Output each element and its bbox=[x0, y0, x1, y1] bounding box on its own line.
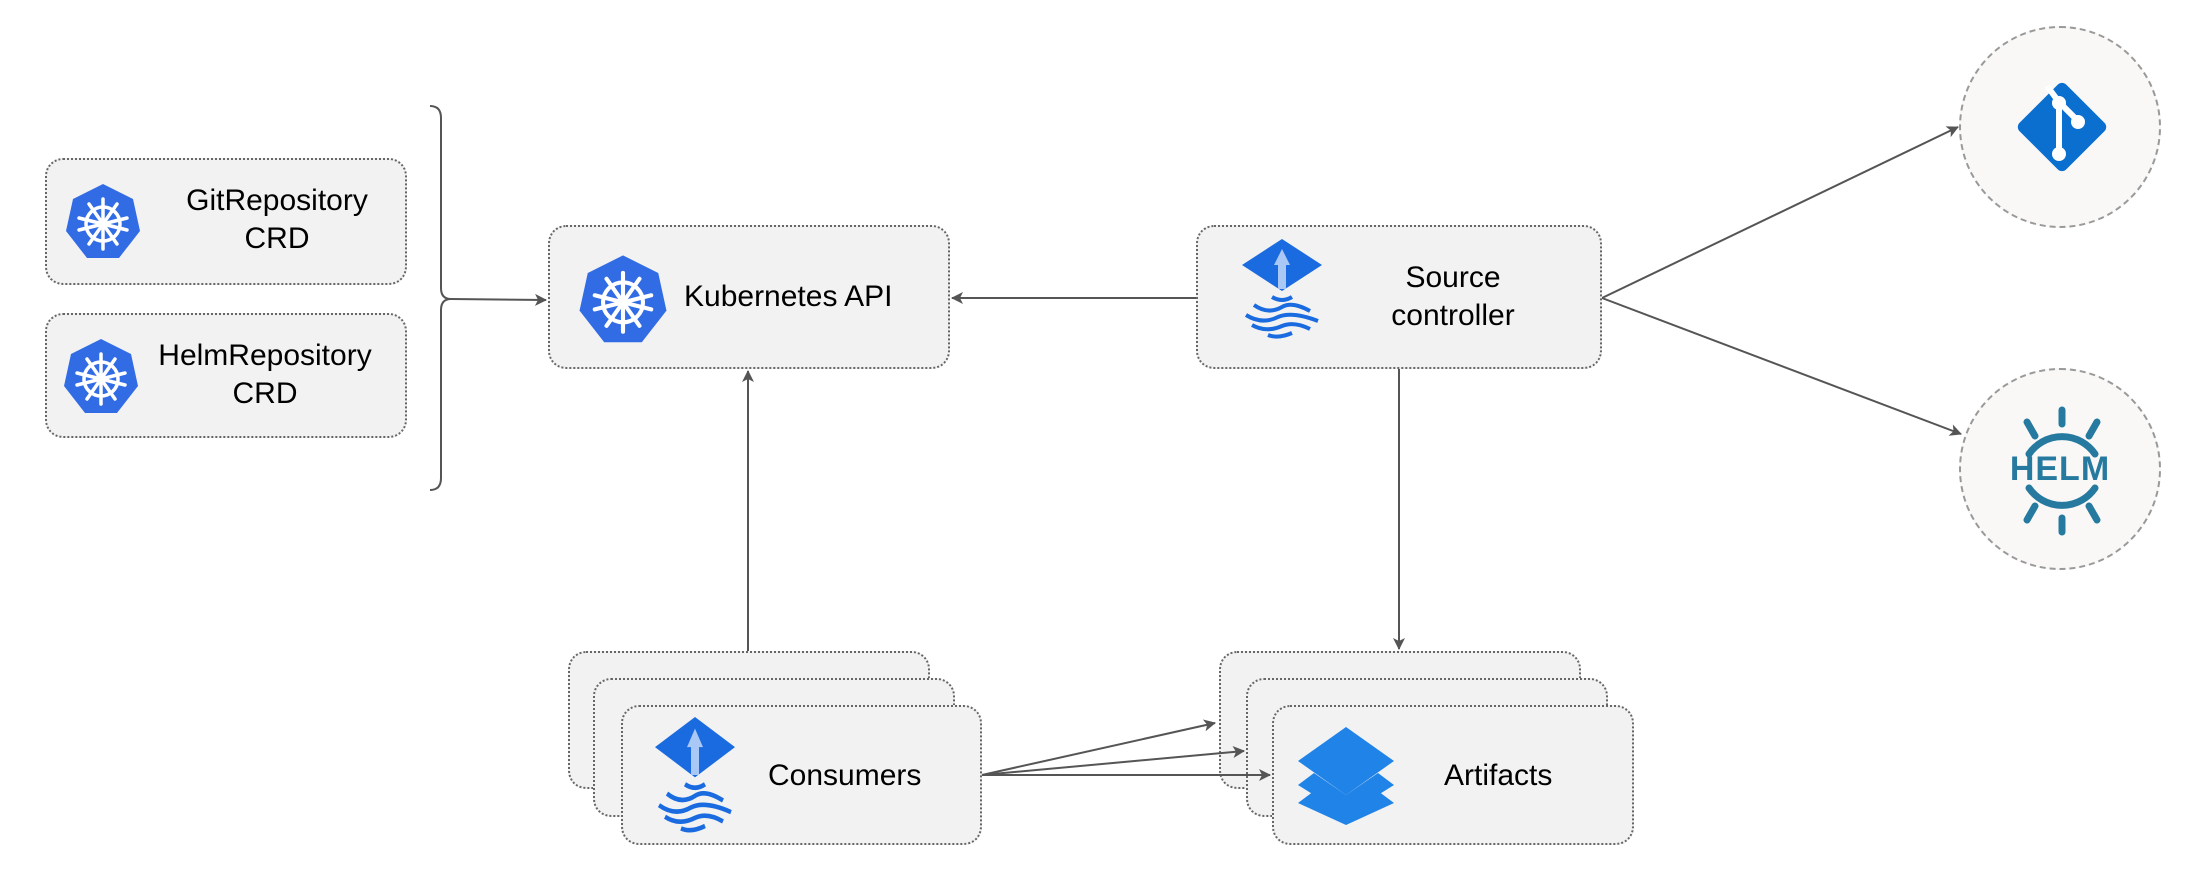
artifacts-label: Artifacts bbox=[1444, 759, 1553, 792]
consumers-node[interactable]: Consumers bbox=[621, 705, 982, 845]
edge-source-to-git bbox=[1601, 126, 1959, 299]
helm-icon bbox=[2023, 406, 2101, 536]
git-icon bbox=[2017, 82, 2107, 172]
helm-repository-node[interactable]: HELM bbox=[1959, 368, 2161, 570]
helm-logo-text: HELM bbox=[2009, 450, 2111, 488]
consumers-label: Consumers bbox=[768, 759, 922, 792]
kubernetes-icon bbox=[579, 255, 667, 343]
edge-crds-to-api bbox=[450, 293, 547, 306]
flux-icon bbox=[1242, 239, 1322, 339]
flux-icon bbox=[655, 717, 735, 833]
kubernetes-icon bbox=[64, 339, 138, 413]
git-repository-node[interactable] bbox=[1959, 26, 2161, 228]
kubernetes-api-node[interactable]: Kubernetes API bbox=[548, 225, 950, 369]
crd-brace bbox=[429, 105, 452, 491]
kubernetes-api-label: Kubernetes API bbox=[684, 280, 893, 313]
edge-source-to-helm bbox=[1601, 297, 1962, 436]
artifacts-node[interactable]: Artifacts bbox=[1272, 705, 1634, 845]
kubernetes-icon bbox=[66, 184, 140, 258]
layers-icon bbox=[1298, 727, 1394, 825]
